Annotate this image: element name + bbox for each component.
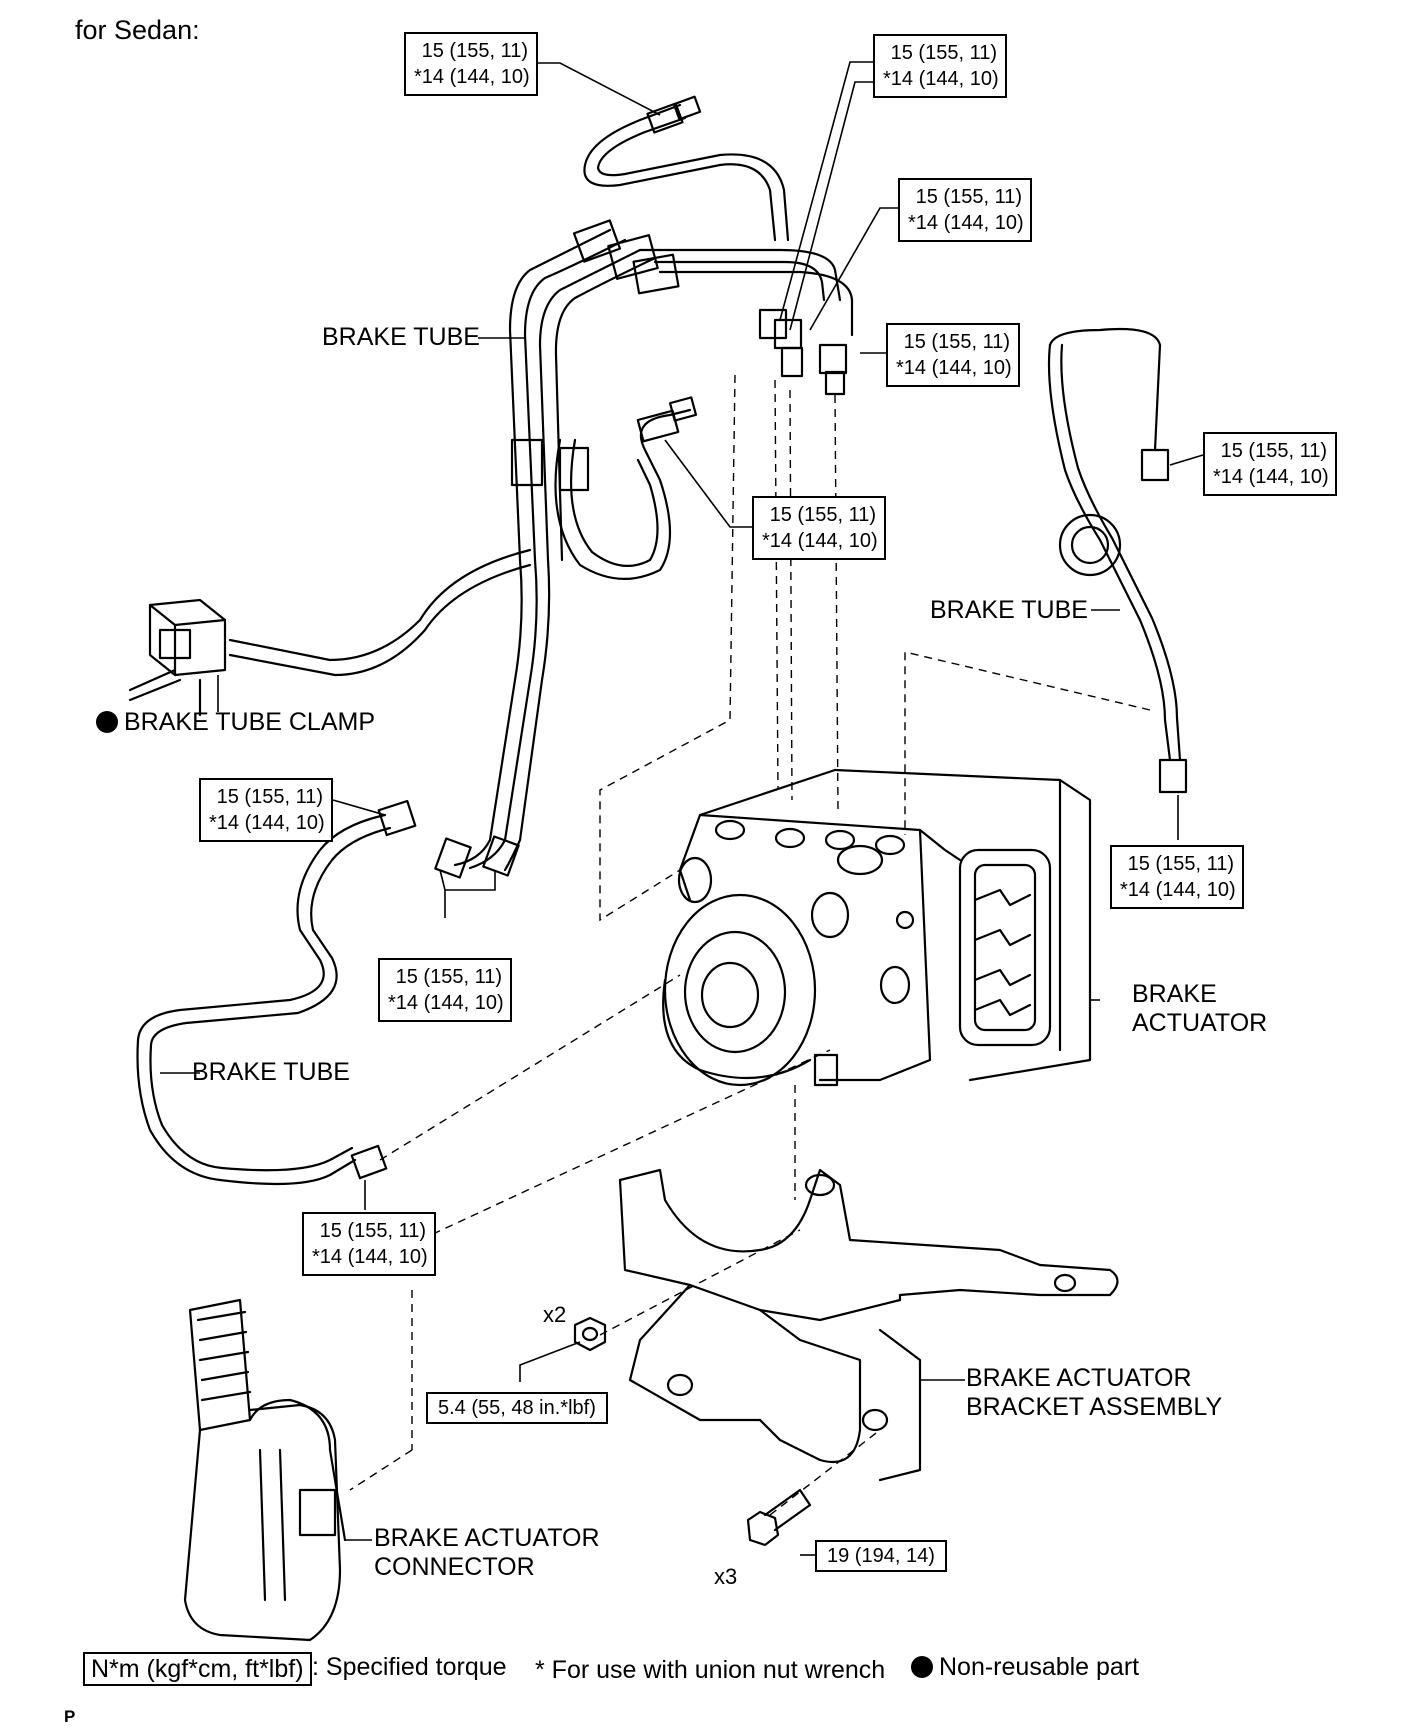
nut-bolt-drawing xyxy=(573,1316,812,1547)
torque-value-union: *14 (144, 10) xyxy=(908,212,1024,234)
right-brake-tube xyxy=(1047,327,1188,794)
torque-value: 15 (155, 11) xyxy=(903,331,1010,353)
brake-tube-bundle xyxy=(228,103,854,872)
torque-value: 15 (155, 11) xyxy=(769,504,876,526)
label-brake-actuator: BRAKE ACTUATOR xyxy=(1132,980,1267,1038)
torque-value: 15 (155, 11) xyxy=(915,186,1022,208)
torque-value: 15 (155, 11) xyxy=(890,42,997,64)
tube-clips xyxy=(510,219,680,492)
legend-union-note: * For use with union nut wrench xyxy=(535,1656,886,1684)
torque-value-union: *14 (144, 10) xyxy=(1213,466,1329,488)
torque-value: 15 (155, 11) xyxy=(1220,440,1327,462)
connector-drawing xyxy=(183,1298,347,1642)
non-reusable-dot-icon xyxy=(96,711,118,733)
torque-box-upper-right: 15 (155, 11) *14 (144, 10) xyxy=(898,178,1032,242)
quantity-nut: x2 xyxy=(543,1302,567,1327)
torque-box-center: 15 (155, 11) *14 (144, 10) xyxy=(752,496,886,560)
label-line: BRAKE ACTUATOR xyxy=(966,1364,1192,1392)
bracket-drawing xyxy=(618,1168,1119,1482)
torque-value-union: *14 (144, 10) xyxy=(388,992,504,1014)
torque-box-right-lower: 15 (155, 11) *14 (144, 10) xyxy=(1110,845,1244,909)
torque-box-nut: 5.4 (55, 48 in.*lbf) xyxy=(426,1392,608,1424)
torque-box-bolt: 19 (194, 14) xyxy=(815,1540,947,1572)
label-brake-tube-right: BRAKE TUBE xyxy=(930,596,1088,624)
label-line: ACTUATOR xyxy=(1132,1009,1268,1037)
torque-value-union: *14 (144, 10) xyxy=(209,812,325,834)
legend-nonreusable: Non-reusable part xyxy=(911,1653,1139,1682)
legend-nonreusable-text: Non-reusable part xyxy=(939,1653,1140,1681)
torque-value: 15 (155, 11) xyxy=(395,966,502,988)
torque-value-union: *14 (144, 10) xyxy=(1120,879,1236,901)
quantity-bolt: x3 xyxy=(714,1564,738,1589)
torque-value-union: *14 (144, 10) xyxy=(414,66,530,88)
footer-code: P xyxy=(64,1707,76,1726)
legend-torque-text: : Specified torque xyxy=(312,1653,507,1681)
brake-tube-clamp-text: BRAKE TUBE CLAMP xyxy=(124,708,376,736)
torque-value: 15 (155, 11) xyxy=(216,786,323,808)
non-reusable-dot-icon xyxy=(911,1656,933,1678)
legend-torque-unit: N*m (kgf*cm, ft*lbf) xyxy=(83,1652,312,1686)
torque-value-union: *14 (144, 10) xyxy=(762,530,878,552)
label-line: BRACKET ASSEMBLY xyxy=(966,1393,1223,1421)
label-line: CONNECTOR xyxy=(374,1553,535,1581)
torque-value-union: *14 (144, 10) xyxy=(883,68,999,90)
page-title: for Sedan: xyxy=(75,15,200,45)
torque-box-lower-center: 15 (155, 11) *14 (144, 10) xyxy=(378,958,512,1022)
torque-value-union: *14 (144, 10) xyxy=(896,357,1012,379)
torque-value: 15 (155, 11) xyxy=(421,40,528,62)
torque-box-far-right: 15 (155, 11) *14 (144, 10) xyxy=(1203,432,1337,496)
label-line: BRAKE xyxy=(1132,980,1217,1008)
label-actuator-connector: BRAKE ACTUATOR CONNECTOR xyxy=(374,1524,600,1582)
torque-value-union: *14 (144, 10) xyxy=(312,1246,428,1268)
torque-box-top-left: 15 (155, 11) *14 (144, 10) xyxy=(404,32,538,96)
label-brake-tube-lower: BRAKE TUBE xyxy=(192,1058,350,1086)
brake-actuator-drawing xyxy=(662,768,1092,1087)
torque-value: 15 (155, 11) xyxy=(319,1220,426,1242)
torque-box-bottom-left: 15 (155, 11) *14 (144, 10) xyxy=(302,1212,436,1276)
tube-fittings xyxy=(636,95,848,443)
brake-tube-clamp-drawing xyxy=(128,598,227,717)
label-brake-tube-upper: BRAKE TUBE xyxy=(322,323,480,351)
torque-value: 15 (155, 11) xyxy=(1127,853,1234,875)
label-line: BRAKE ACTUATOR xyxy=(374,1524,600,1552)
label-brake-tube-clamp: BRAKE TUBE CLAMP xyxy=(96,708,375,737)
torque-box-left-tube: 15 (155, 11) *14 (144, 10) xyxy=(199,778,333,842)
torque-box-mid-right: 15 (155, 11) *14 (144, 10) xyxy=(886,323,1020,387)
label-bracket-assembly: BRAKE ACTUATOR BRACKET ASSEMBLY xyxy=(966,1364,1222,1422)
torque-box-top-center: 15 (155, 11) *14 (144, 10) xyxy=(873,34,1007,98)
